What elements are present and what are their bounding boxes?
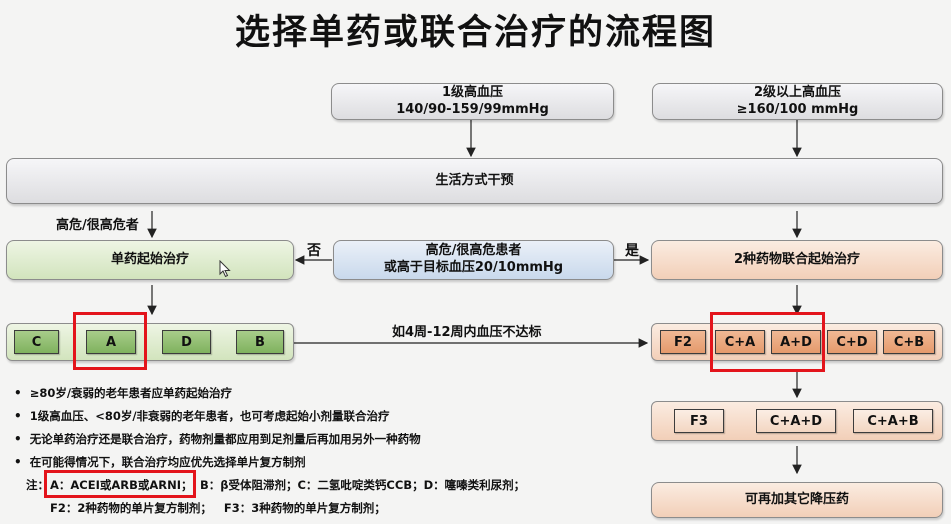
chip-label: C+A+D bbox=[769, 413, 823, 429]
chip-label: C+D bbox=[836, 334, 868, 350]
bullet-text: 1级高血压、<80岁/非衰弱的老年患者，也可考虑起始小剂量联合治疗 bbox=[29, 409, 390, 423]
chip-f2: F2 bbox=[660, 330, 706, 354]
lifestyle-box: 生活方式干预 bbox=[6, 158, 943, 204]
chip-label: A+D bbox=[780, 334, 812, 350]
add-other-label: 可再加其它降压药 bbox=[744, 491, 849, 507]
dual-start-label: 2种药物联合起始治疗 bbox=[733, 251, 861, 267]
chip-a-plus-d: A+D bbox=[771, 330, 821, 354]
risk-line2: 或高于目标血压20/10mmHg bbox=[383, 260, 564, 275]
cursor-icon bbox=[219, 260, 231, 278]
note-prefix: 注： bbox=[26, 478, 49, 492]
bullet-dot: • bbox=[14, 432, 22, 446]
highlight-box-a-def bbox=[44, 470, 196, 498]
chip-label: A bbox=[105, 334, 117, 350]
chip-label: C bbox=[31, 334, 42, 350]
bullet-text: ≥80岁/衰弱的老年患者应单药起始治疗 bbox=[29, 386, 233, 400]
bullet-dot: • bbox=[14, 386, 22, 400]
risk-box: 高危/很高危患者 或高于目标血压20/10mmHg bbox=[333, 240, 614, 280]
note-definitions-2: F2：2种药物的单片复方制剂； F3：3种药物的单片复方制剂； bbox=[50, 501, 386, 515]
chip-label: C+A bbox=[724, 334, 756, 350]
chip-label: D bbox=[181, 334, 192, 350]
add-other-box: 可再加其它降压药 bbox=[651, 482, 943, 518]
bullet-item: • 1级高血压、<80岁/非衰弱的老年患者，也可考虑起始小剂量联合治疗 bbox=[14, 408, 390, 424]
chip-label: C+A+B bbox=[867, 413, 919, 429]
grade2-line2: ≥160/100 mmHg bbox=[736, 101, 859, 117]
highlight-box-a bbox=[73, 312, 147, 370]
grade2-line1: 2级以上高血压 bbox=[753, 84, 842, 100]
bullet-item: • ≥80岁/衰弱的老年患者应单药起始治疗 bbox=[14, 385, 232, 401]
bullet-text: 无论单药治疗还是联合治疗，药物剂量都应用到足剂量后再加用另外一种药物 bbox=[29, 432, 421, 446]
grade1-box: 1级高血压 140/90-159/99mmHg bbox=[331, 83, 614, 120]
chip-f3: F3 bbox=[674, 409, 724, 433]
bullet-text: 在可能得情况下，联合治疗均应优先选择单片复方制剂 bbox=[29, 455, 306, 469]
bullet-item: • 在可能得情况下，联合治疗均应优先选择单片复方制剂 bbox=[14, 454, 306, 470]
lifestyle-label: 生活方式干预 bbox=[435, 172, 514, 188]
note-definitions: B：β受体阻滞剂；C：二氢吡啶类钙CCB；D：噻嗪类利尿剂； bbox=[200, 478, 526, 492]
chip-c-plus-b: C+B bbox=[883, 330, 935, 354]
chip-label: B bbox=[255, 334, 265, 350]
high-risk-label: 高危/很高危者 bbox=[56, 218, 139, 233]
chip-c-plus-a-plus-b: C+A+B bbox=[853, 409, 933, 433]
risk-line1: 高危/很高危患者 bbox=[425, 243, 522, 259]
note-a-definition: A：ACEI或ARB或ARNI； bbox=[50, 478, 193, 492]
yes-label: 是 bbox=[625, 243, 639, 259]
grade2-box: 2级以上高血压 ≥160/100 mmHg bbox=[652, 83, 943, 120]
chip-c-plus-a: C+A bbox=[715, 330, 765, 354]
chip-c-plus-d: C+D bbox=[827, 330, 877, 354]
chip-label: F3 bbox=[690, 413, 708, 429]
mono-start-box: 单药起始治疗 bbox=[6, 240, 294, 280]
chip-a: A bbox=[86, 330, 136, 354]
bullet-dot: • bbox=[14, 455, 22, 469]
highlight-box-dual bbox=[710, 312, 825, 372]
grade1-line2: 140/90-159/99mmHg bbox=[396, 101, 549, 117]
not-reached-label: 如4周-12周内血压不达标 bbox=[392, 325, 542, 340]
chip-label: F2 bbox=[674, 334, 692, 350]
chip-label: C+B bbox=[893, 334, 925, 350]
mono-start-label: 单药起始治疗 bbox=[110, 251, 189, 267]
grade1-line1: 1级高血压 bbox=[441, 84, 504, 100]
chip-d: D bbox=[162, 330, 211, 354]
chip-c-plus-a-plus-d: C+A+D bbox=[756, 409, 836, 433]
chip-c: C bbox=[14, 330, 59, 354]
bullet-dot: • bbox=[14, 409, 22, 423]
dual-start-box: 2种药物联合起始治疗 bbox=[651, 240, 943, 280]
no-label: 否 bbox=[307, 243, 321, 259]
page-title: 选择单药或联合治疗的流程图 bbox=[234, 13, 716, 53]
chip-b: B bbox=[236, 330, 284, 354]
bullet-item: • 无论单药治疗还是联合治疗，药物剂量都应用到足剂量后再加用另外一种药物 bbox=[14, 431, 421, 447]
